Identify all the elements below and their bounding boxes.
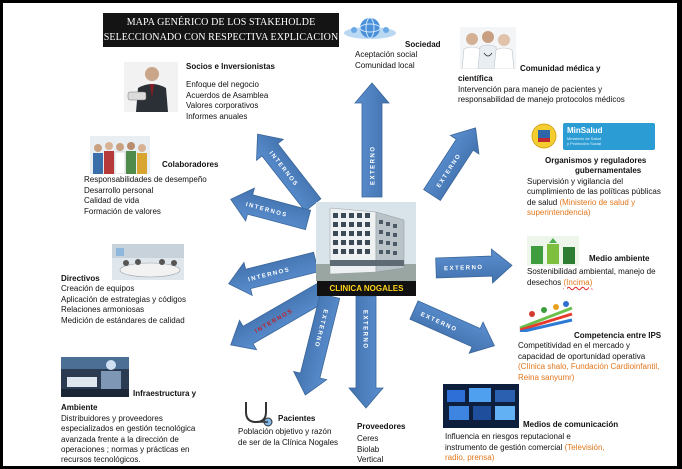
proveedores-line-2: Biolab [357,445,405,455]
competencia-line-1: Competitividad en el mercado y [518,341,661,351]
proveedores-line-3: Vertical [357,455,405,465]
medio-ambiente-line-2: desechos [527,278,561,287]
organismos-heading-1: Organismos y reguladores [527,156,661,166]
building-photo [316,202,416,281]
comunidad-medica-heading-1: Comunidad médica y [458,64,625,74]
organismos-heading-2: gubernamentales [527,166,661,176]
colaboradores-line-2: Desarrollo personal [84,186,218,196]
competencia-heading: Competencia entre IPS [518,331,661,341]
medio-ambiente-heading: Medio ambiente [527,254,656,264]
arrow-externo-sociedad: EXTERNO [355,83,389,197]
medios-orange-2: radio, prensa) [445,453,618,463]
comunidad-medica-line-1: Intervención para manejo de pacientes y [458,85,625,95]
proveedores-heading: Proveedores [357,422,405,432]
pacientes-line-2: de ser de la Clínica Nogales [238,438,338,448]
socios-heading: Socios e Inversionistas [186,62,275,72]
infraestructura-line-5: recursos tecnológicos. [61,455,196,465]
competencia-orange-1: (Clínica shalo, Fundación Cardioinfantil… [518,362,661,372]
arrow-externo-competencia: EXTERNO [407,294,501,361]
colaboradores-line-3: Calidad de vida [84,196,218,206]
infraestructura-line-1: Distribuidores y proveedores [61,414,196,424]
pacientes-heading: Pacientes [238,414,338,424]
medios-orange-1: (Televisión, [565,443,605,452]
stakeholder-medios: Medios de comunicación Influencia en rie… [445,420,618,464]
infraestructura-line-3: avanzada frente a la dirección de [61,435,196,445]
title-line-1: MAPA GENÉRICO DE LOS STAKEHOLDE [103,15,339,30]
minsalud-logo: MinSalud Ministerio de Salud y Protecció… [527,120,657,153]
race-figures-photo [518,298,574,332]
directivos-line-2: Aplicación de estrategias y códigos [61,295,186,305]
comunidad-medica-line-2: responsabilidad de manejo protocolos méd… [458,95,625,105]
directivos-line-1: Creación de equipos [61,284,186,294]
minsalud-logo-sub-2: y Protección Social [567,141,601,146]
sociedad-line-1: Aceptación social [355,50,441,60]
competencia-line-2: capacidad de oportunidad operativa [518,352,661,362]
comunidad-medica-heading-2: científica [458,74,625,84]
medios-heading: Medios de comunicación [445,420,618,430]
infraestructura-heading-2: Ambiente [61,403,196,413]
medios-line-2: instrumento de gestión comercial [445,443,562,452]
stakeholder-proveedores: Proveedores Ceres Biolab Vertical [357,422,405,466]
pacientes-line-1: Población objetivo y razón [238,427,338,437]
minsalud-logo-name: MinSalud [567,126,603,135]
organismos-line-1: Supervisión y vigilancia del [527,177,661,187]
colaboradores-line-1: Responsabilidades de desempeño [84,175,218,185]
directivos-line-4: Medición de estándares de calidad [61,316,186,326]
infraestructura-heading-1: Infraestructura y [61,389,196,399]
medio-ambiente-orange: (Incima) [563,278,592,287]
socios-line-2: Acuerdos de Asamblea [186,91,275,101]
arrow-externo-medio-ambiente: EXTERNO [435,248,512,285]
arrow-externo-comunidad-medica: EXTERNO [418,119,490,205]
organismos-orange-2: superintendencia) [527,208,661,218]
proveedores-line-1: Ceres [357,434,405,444]
businessman-photo [124,62,178,112]
sociedad-line-2: Comunidad local [355,61,441,71]
colaboradores-line-4: Formación de valores [84,207,218,217]
stakeholder-infraestructura: Infraestructura y Ambiente Distribuidore… [61,389,196,466]
competencia-orange-2: Reina sanyumr) [518,373,661,383]
stakeholder-comunidad-medica: Comunidad médica y científica Intervenci… [458,64,625,106]
stakeholder-competencia: Competencia entre IPS Competitividad en … [518,331,661,383]
socios-line-4: Informes anuales [186,112,275,122]
arrow-label-externo-4: EXTERNO [362,310,368,350]
stakeholder-colaboradores: Colaboradores Responsabilidades de desem… [84,160,218,217]
socios-line-1: Enfoque del negocio [186,80,275,90]
title-line-2: SELECCIONADO CON RESPECTIVA EXPLICACION [103,30,339,45]
stakeholder-organismos: Organismos y reguladores gubernamentales… [527,156,661,218]
arrow-externo-proveedores: EXTERNO [349,296,383,408]
organismos-line-3: de salud [527,198,557,207]
arrow-label-externo-1: EXTERNO [371,145,377,185]
stakeholder-pacientes: Pacientes Población objetivo y razón de … [238,414,338,448]
stakeholder-directivos: Directivos Creación de equipos Aplicació… [61,274,186,326]
organismos-orange-1: (Ministerio de salud y [559,198,635,207]
organismos-line-2: cumplimiento de las políticas públicas [527,187,661,197]
medios-line-1: Influencia en riesgos reputacional e [445,432,618,442]
sociedad-heading: Sociedad [355,40,441,50]
doctors-photo [460,27,516,69]
hub-label: CLINICA NOGALES [317,281,416,296]
medio-ambiente-line-1: Sostenibilidad ambiental, manejo de [527,267,656,277]
stakeholder-socios: Socios e Inversionistas Enfoque del nego… [186,62,275,122]
stakeholder-medio-ambiente: Medio ambiente Sostenibilidad ambiental,… [527,254,656,288]
colaboradores-heading: Colaboradores [84,160,218,170]
diagram-title: MAPA GENÉRICO DE LOS STAKEHOLDE SELECCIO… [103,13,339,47]
directivos-heading: Directivos [61,274,186,284]
socios-line-3: Valores corporativos [186,101,275,111]
infraestructura-line-4: operaciones ; normas y prácticas en [61,445,196,455]
directivos-line-3: Relaciones armoniosas [61,305,186,315]
infraestructura-line-2: especializados en gestión tecnológica [61,424,196,434]
globe-icon [342,17,398,41]
stakeholder-sociedad: Sociedad Aceptación social Comunidad loc… [355,40,441,71]
